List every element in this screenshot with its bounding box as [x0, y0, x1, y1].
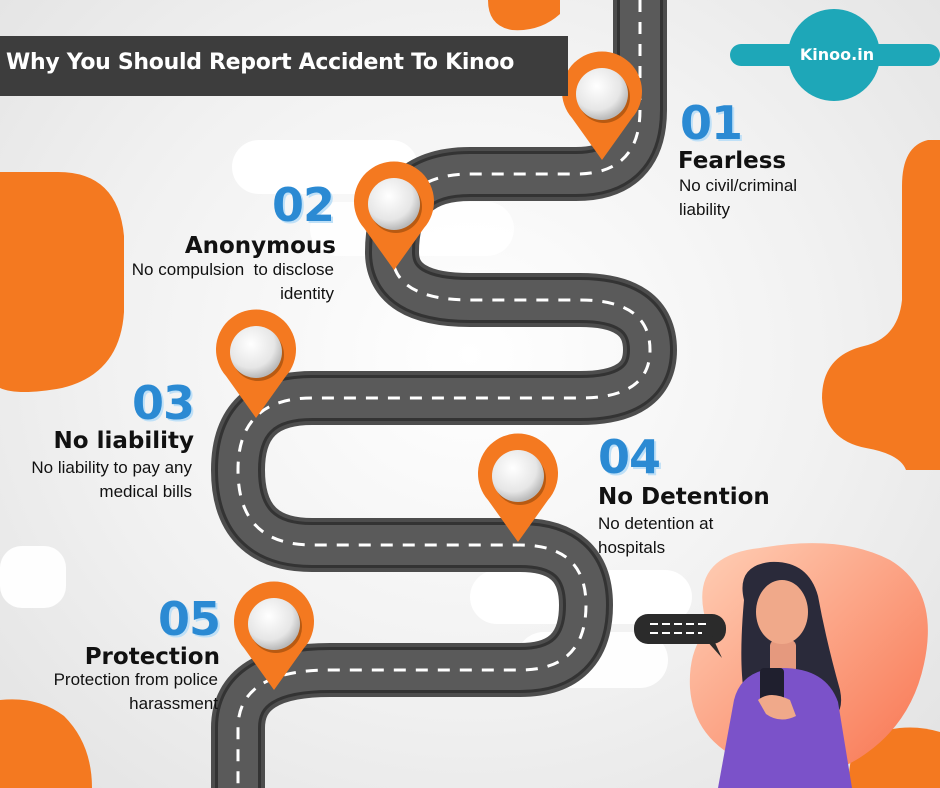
- step-number: 02: [272, 178, 335, 232]
- step-description-line: identity: [280, 284, 334, 303]
- step-description: Protection from police harassment: [54, 668, 218, 716]
- person-illustration: [634, 543, 928, 788]
- step-number: 05: [158, 592, 221, 646]
- step-description: No civil/criminal liability: [679, 174, 797, 222]
- step-description-line: No civil/criminal: [679, 176, 798, 195]
- step-description-line: medical bills: [99, 482, 192, 501]
- step-description-line: No liability to pay any: [31, 458, 192, 477]
- step-title: Protection: [84, 644, 220, 670]
- step-number: 03: [132, 376, 195, 430]
- step-description-line: hospitals: [598, 538, 666, 557]
- map-pins: [216, 51, 642, 690]
- map-pin-icon: [478, 433, 558, 542]
- step-description-line: harassment: [129, 694, 218, 713]
- page-title: Why You Should Report Accident To Kinoo: [6, 50, 515, 75]
- step-description: No liability to pay any medical bills: [31, 456, 192, 504]
- step-title: No Detention: [598, 484, 770, 510]
- map-pin-icon: [562, 51, 642, 160]
- step-title: Anonymous: [184, 233, 336, 259]
- map-pin-icon: [216, 309, 296, 418]
- step-description-line: liability: [679, 200, 731, 219]
- chat-bubble-icon: [634, 614, 726, 658]
- step-description-line: No compulsion to disclose: [131, 260, 334, 279]
- step-number: 04: [598, 430, 661, 484]
- step-number: 01: [680, 96, 743, 150]
- step-description-line: Protection from police: [53, 670, 218, 689]
- step-title: No liability: [53, 428, 194, 454]
- map-pin-icon: [354, 161, 434, 270]
- brand-logo-text: Kinoo.in: [799, 45, 875, 64]
- step-title: Fearless: [678, 148, 787, 174]
- step-description: No compulsion to disclose identity: [132, 258, 334, 306]
- brand-badge: [788, 9, 880, 101]
- title-bar: [0, 36, 568, 96]
- step-description: No detention at hospitals: [598, 512, 713, 560]
- map-pin-icon: [234, 581, 314, 690]
- step-description-line: No detention at: [598, 514, 714, 533]
